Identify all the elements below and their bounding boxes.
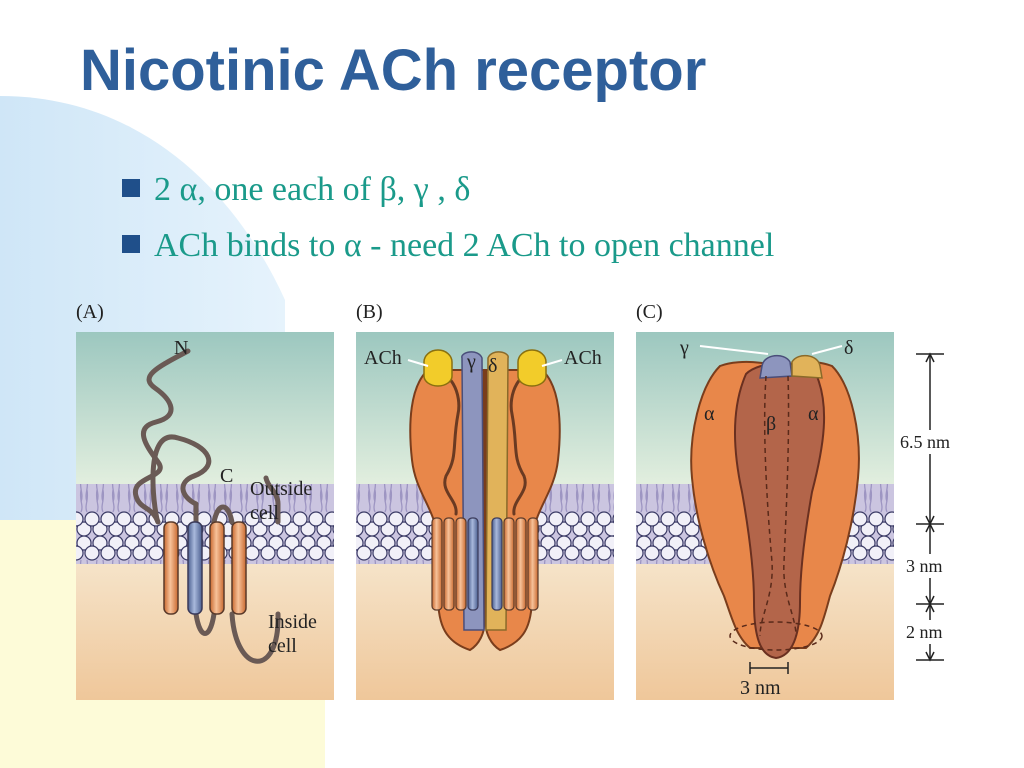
outside-label-line-2: cell: [250, 502, 279, 524]
beta-subunit-c: [733, 362, 826, 660]
right-helix-2: [503, 517, 515, 611]
left-helix-4: [467, 517, 479, 611]
gamma-leader-c: [699, 345, 769, 355]
pore-width-label: 3 nm: [740, 677, 781, 699]
pore-bottom-ring: [729, 621, 823, 651]
left-helix-2: [443, 517, 455, 611]
n-terminus-label: N: [174, 337, 188, 359]
membrane-thickness-label: 3 nm: [906, 556, 943, 576]
right-subunit-chain: [509, 369, 546, 516]
bullet-item: ACh binds to α - need 2 ACh to open chan…: [122, 218, 774, 274]
alpha-left-label-c: α: [704, 403, 715, 425]
panel-a-membrane: [76, 484, 334, 564]
panel-a-tag: (A): [76, 301, 104, 323]
ach-label-right: ACh: [564, 347, 602, 369]
channel-pore-outline: [759, 375, 797, 637]
bullet-text: 2 α, one each of β, γ , δ: [154, 171, 471, 208]
lower-section-label: 2 nm: [906, 622, 943, 642]
c-terminus-label: C: [220, 465, 233, 487]
helix-m4: [231, 521, 247, 615]
delta-label-c: δ: [844, 337, 853, 359]
outside-label-line-1: Outside: [250, 478, 312, 500]
panel-b: (B) ACh ACh γ δ: [356, 301, 614, 700]
bullet-list: 2 α, one each of β, γ , δ ACh binds to α…: [122, 162, 774, 274]
delta-label-b: δ: [488, 355, 497, 377]
panel-c: (C) γ δ α β α 3 nm: [636, 301, 894, 700]
beta-label-c: β: [766, 413, 776, 435]
bullet-item: 2 α, one each of β, γ , δ: [122, 162, 774, 218]
alpha-right-label-c: α: [808, 403, 819, 425]
left-subunit-chain: [424, 369, 461, 516]
receptor-figure: (A) N C Outside cell Inside cell (B): [76, 301, 958, 700]
square-bullet-icon: [122, 179, 140, 197]
ach-site-right: [517, 349, 547, 387]
bullet-text: ACh binds to α - need 2 ACh to open chan…: [154, 227, 775, 264]
delta-leader-c: [811, 345, 843, 355]
helix-m3: [209, 521, 225, 615]
left-helix-3: [455, 517, 467, 611]
gamma-label-c: γ: [679, 337, 689, 359]
scale-arrowheads: [925, 352, 935, 662]
right-helix-4: [527, 517, 539, 611]
square-bullet-icon: [122, 235, 140, 253]
extracellular-loop: [150, 434, 212, 525]
inside-label-line-2: cell: [268, 635, 297, 657]
right-helix-3: [515, 517, 527, 611]
delta-subunit-c: [791, 354, 823, 379]
gamma-label-b: γ: [466, 351, 476, 373]
helix-m1: [163, 521, 179, 615]
panel-a: (A) N C Outside cell Inside cell: [76, 301, 334, 700]
ach-left-leader: [407, 359, 429, 367]
helix-connectors: [193, 475, 281, 664]
panel-b-tag: (B): [356, 301, 383, 323]
slide-title: Nicotinic ACh receptor: [80, 38, 707, 103]
inside-label-line-1: Inside: [268, 611, 317, 633]
n-terminal-chain: [133, 348, 191, 525]
height-label: 6.5 nm: [900, 432, 950, 452]
right-helix-1: [491, 517, 503, 611]
ach-site-left: [423, 349, 453, 387]
height-scale: 6.5 nm 3 nm 2 nm: [898, 352, 958, 662]
panel-c-tag: (C): [636, 301, 663, 323]
ach-right-leader: [541, 359, 563, 367]
left-helix-1: [431, 517, 443, 611]
ach-label-left: ACh: [364, 347, 402, 369]
helix-m2: [187, 521, 203, 615]
